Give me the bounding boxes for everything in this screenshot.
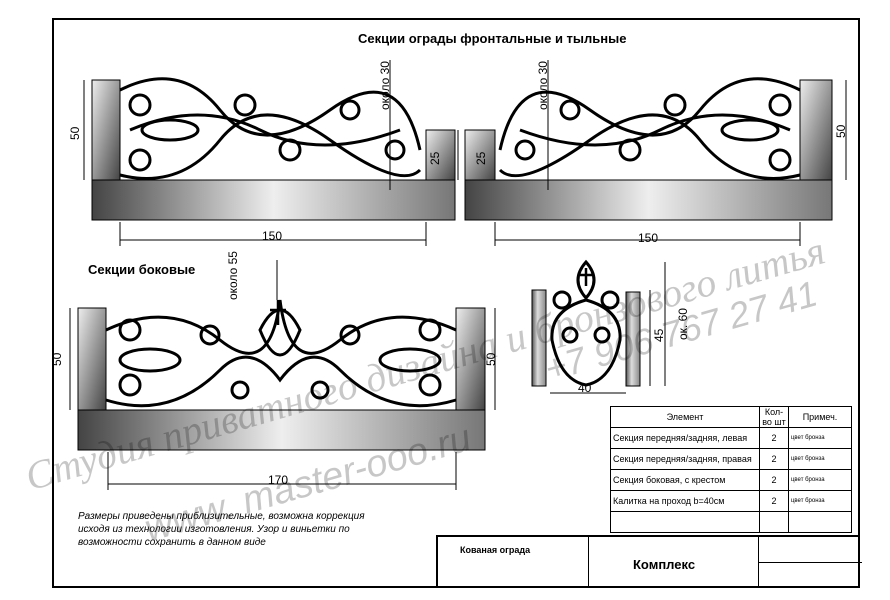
table-header-note: Примеч. bbox=[788, 406, 852, 428]
table-cell-note: цвет бронза bbox=[788, 427, 852, 449]
table-row-empty bbox=[610, 511, 852, 533]
title-block-label: Кованая ограда bbox=[460, 545, 531, 555]
title-side-sections: Секции боковые bbox=[88, 262, 196, 277]
table-row: Секция передняя/задняя, правая 2 цвет бр… bbox=[610, 448, 852, 470]
dim-height-50-right: 50 bbox=[834, 124, 848, 138]
table-cell-note: цвет бронза bbox=[788, 469, 852, 491]
dimensions-note: Размеры приведены приблизительные, возмо… bbox=[78, 511, 365, 548]
table-row: Секция передняя/задняя, левая 2 цвет бро… bbox=[610, 427, 852, 449]
table-row: Калитка на проход b=40см 2 цвет бронза bbox=[610, 490, 852, 512]
dim-width-150-left: 150 bbox=[262, 229, 283, 243]
dim-height-50-side-left: 50 bbox=[50, 352, 64, 366]
gate-detail bbox=[531, 259, 641, 387]
table-cell-qty: 2 bbox=[759, 469, 789, 491]
table-cell-qty: 2 bbox=[759, 490, 789, 512]
dim-height-25-left: 25 bbox=[428, 151, 442, 165]
front-left-section bbox=[91, 77, 456, 221]
dim-width-170: 170 bbox=[268, 473, 289, 487]
title-block: Кованая ограда Комплекс bbox=[436, 535, 862, 588]
table-cell-note: цвет бронза bbox=[788, 490, 852, 512]
table-cell-qty: 2 bbox=[759, 427, 789, 449]
table-cell-name: Секция передняя/задняя, правая bbox=[610, 448, 760, 470]
dim-about-55: около 55 bbox=[226, 251, 240, 300]
dim-about-30-left: около 30 bbox=[378, 61, 392, 110]
dim-height-50-left: 50 bbox=[68, 126, 82, 140]
table-header-qty: Кол-во шт bbox=[759, 406, 789, 428]
dim-width-40: 40 bbox=[578, 381, 592, 395]
table-cell-name: Секция передняя/задняя, левая bbox=[610, 427, 760, 449]
table-cell-name: Секция боковая, с крестом bbox=[610, 469, 760, 491]
dim-height-25-right: 25 bbox=[474, 151, 488, 165]
specification-table: Элемент Кол-во шт Примеч. Секция передня… bbox=[610, 406, 852, 533]
table-row: Секция боковая, с крестом 2 цвет бронза bbox=[610, 469, 852, 491]
front-right-section bbox=[464, 77, 833, 221]
table-cell-note: цвет бронза bbox=[788, 448, 852, 470]
table-header-element: Элемент bbox=[610, 406, 760, 428]
title-front-sections: Секции ограды фронтальные и тыльные bbox=[358, 31, 627, 46]
side-section bbox=[77, 299, 486, 451]
title-block-name: Комплекс bbox=[633, 557, 696, 572]
dim-about-30-right: около 30 bbox=[536, 61, 550, 110]
table-cell-qty: 2 bbox=[759, 448, 789, 470]
dim-width-150-right: 150 bbox=[638, 231, 659, 245]
table-cell-name: Калитка на проход b=40см bbox=[610, 490, 760, 512]
